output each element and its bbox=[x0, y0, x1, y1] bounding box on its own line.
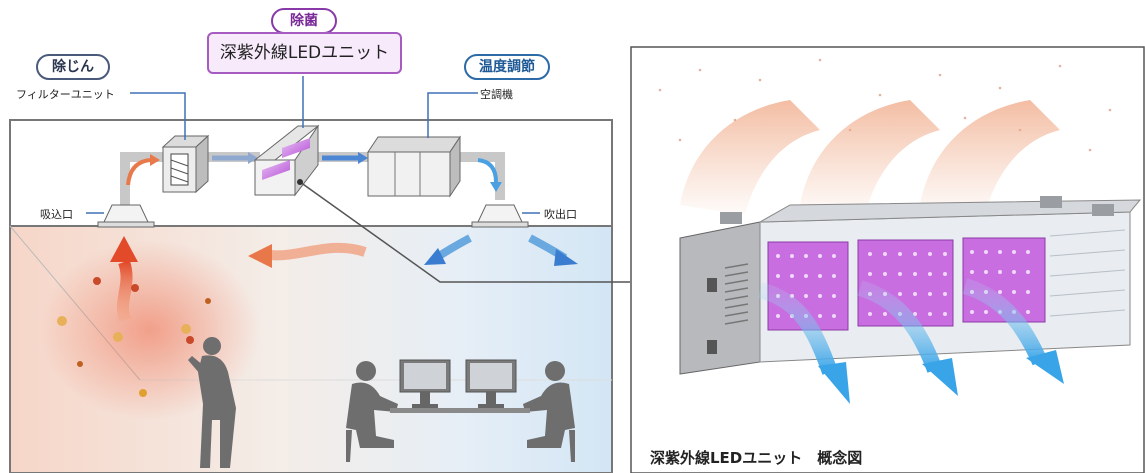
supply-air-left-head bbox=[424, 248, 446, 265]
mounting-bracket bbox=[1040, 196, 1062, 208]
uv-light-lower bbox=[262, 160, 290, 180]
clean-flow-3-head bbox=[1026, 350, 1064, 384]
ac-unit-front bbox=[367, 151, 451, 197]
led-unit-vents bbox=[724, 263, 749, 325]
intake-plume-3 bbox=[920, 100, 1060, 215]
sterilize-device-label: 深紫外線LEDユニット bbox=[207, 32, 402, 74]
inlet-label: 吸込口 bbox=[40, 208, 73, 221]
particle bbox=[93, 277, 101, 285]
virus-particle bbox=[181, 324, 191, 334]
sterilize-stage-label: 除菌 bbox=[271, 8, 337, 34]
filter-unit-side bbox=[195, 134, 209, 194]
ac-device-label: 空調機 bbox=[480, 88, 513, 101]
outlet-label: 吹出口 bbox=[544, 208, 577, 221]
return-air-arrowhead bbox=[248, 244, 272, 268]
contaminated-air-arrowhead bbox=[110, 236, 138, 262]
clean-flow-1-head bbox=[818, 362, 850, 404]
ac-unit-top bbox=[367, 136, 461, 153]
outlet-flow-arrowhead bbox=[490, 182, 502, 192]
sterilized-flow-arrowhead bbox=[358, 152, 368, 164]
particle bbox=[131, 284, 139, 292]
temperature-stage-label: 温度調節 bbox=[464, 54, 550, 80]
callout-dot bbox=[297, 179, 303, 185]
filtered-flow-arrowhead bbox=[248, 152, 258, 164]
supply-air-right-head bbox=[554, 249, 578, 266]
worker-right-silhouette bbox=[523, 361, 575, 462]
filter-mesh bbox=[170, 153, 189, 186]
desk-monitors bbox=[390, 359, 530, 413]
return-air-arrow bbox=[269, 242, 367, 261]
coughing-person-silhouette bbox=[188, 337, 236, 468]
filter-leader-line bbox=[130, 92, 186, 140]
latch-upper bbox=[707, 278, 717, 292]
ac-leader-line bbox=[427, 92, 478, 138]
particle bbox=[186, 336, 194, 344]
glass-slats bbox=[1049, 229, 1126, 317]
mounting-bracket bbox=[1092, 204, 1114, 216]
latch-lower bbox=[707, 340, 717, 354]
particle bbox=[139, 389, 147, 397]
callout-line bbox=[299, 181, 630, 283]
inlet-vent bbox=[103, 204, 149, 223]
clean-flow-3 bbox=[962, 278, 1048, 366]
intake-flow-arrow bbox=[126, 158, 151, 186]
product-caption: 深紫外線LEDユニット 概念図 bbox=[650, 449, 863, 467]
outlet-flow-arrow bbox=[477, 158, 498, 183]
clean-flow-1 bbox=[757, 282, 838, 375]
intake-flow-arrowhead bbox=[150, 154, 160, 166]
filter-device-label: フィルターユニット bbox=[16, 88, 115, 101]
clean-flow-2-head bbox=[922, 358, 958, 396]
uv-unit-side bbox=[294, 124, 319, 197]
led-unit-end-box bbox=[679, 221, 761, 375]
duct-outlet bbox=[460, 152, 505, 200]
uv-light-upper bbox=[282, 138, 310, 158]
clean-flow-2 bbox=[857, 280, 943, 373]
virus-particle bbox=[57, 316, 67, 326]
airborne-particles bbox=[658, 58, 1112, 152]
worker-left-silhouette bbox=[346, 361, 398, 462]
intake-plume-2 bbox=[800, 100, 940, 215]
virus-particle bbox=[205, 298, 211, 304]
virus-particle bbox=[113, 332, 123, 342]
virus-particle bbox=[77, 361, 83, 367]
ac-unit-side bbox=[449, 135, 461, 198]
mounting-bracket bbox=[720, 212, 742, 224]
intake-plume-1 bbox=[680, 100, 820, 215]
filter-stage-label: 除じん bbox=[36, 54, 110, 80]
outlet-vent bbox=[477, 204, 523, 223]
contaminated-air-rising bbox=[116, 260, 133, 322]
